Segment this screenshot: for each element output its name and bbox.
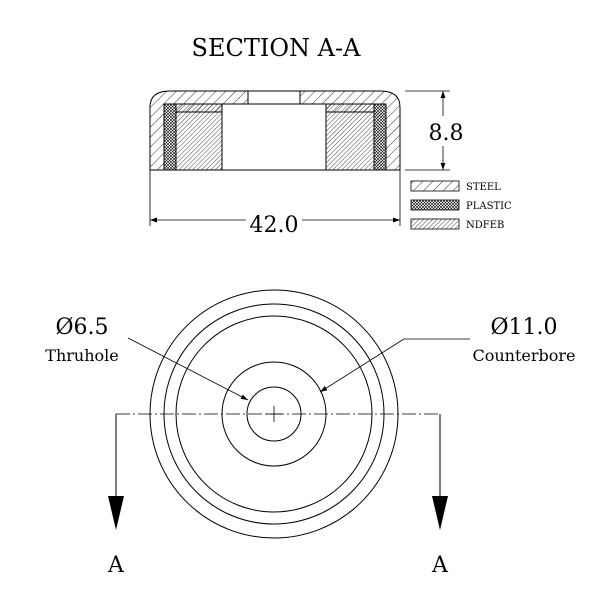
section-marker-right: A [431,553,449,578]
material-legend: STEEL PLASTIC NDFEB [410,180,512,231]
counterbore-dia-label: Ø11.0 [490,315,557,340]
counterbore-callout: Ø11.0 Counterbore [319,315,576,393]
thruhole-dia-label: Ø6.5 [55,315,108,340]
counterbore-label: Counterbore [472,346,575,365]
plastic-ring-right [373,103,387,171]
legend-label-ndfeb: NDFEB [466,220,504,231]
section-arrow-left [108,496,124,530]
bore [221,103,327,171]
legend-item-ndfeb: NDFEB [410,218,504,231]
legend-item-steel: STEEL [410,180,501,193]
thruhole-callout: Ø6.5 Thruhole [45,315,249,401]
plan-view: A A Ø6.5 Thruhole Ø11.0 Counterbore [45,289,576,578]
height-dim-label: 8.8 [429,121,464,146]
section-view: SECTION A-A 8.8 [149,34,464,238]
legend-label-steel: STEEL [466,182,501,193]
magnet-left [175,103,223,171]
thruhole-label: Thruhole [45,346,118,365]
width-dimension: 42.0 [149,170,401,238]
section-marker-left: A [107,553,125,578]
plastic-ring-left [163,103,177,171]
height-dimension: 8.8 [405,90,464,171]
legend-label-plastic: PLASTIC [466,201,512,212]
legend-item-plastic: PLASTIC [410,199,512,212]
section-arrow-right [432,496,448,530]
section-title: SECTION A-A [192,34,362,62]
magnet-right [325,103,375,171]
width-dim-label: 42.0 [250,213,299,238]
